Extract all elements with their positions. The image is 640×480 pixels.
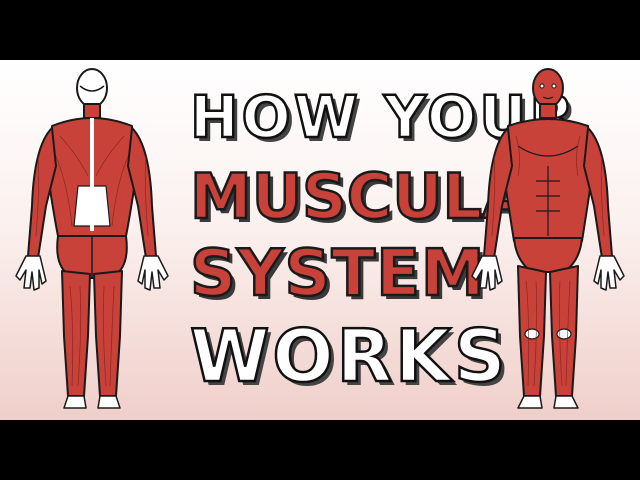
back-view-muscle-figure — [15, 68, 169, 409]
title-line-muscular: MUSCULAR — [189, 160, 579, 233]
title-line-how-your: HOW YOUR — [189, 83, 578, 151]
title-block: HOW YOUR MUSCULAR SYSTEM WORKS — [189, 83, 579, 398]
front-view-muscle-figure — [471, 68, 625, 409]
thumbnail-panel: HOW YOUR MUSCULAR SYSTEM WORKS — [0, 60, 640, 420]
title-line-system: SYSTEM — [189, 237, 486, 311]
title-line-works: WORKS — [189, 314, 509, 398]
